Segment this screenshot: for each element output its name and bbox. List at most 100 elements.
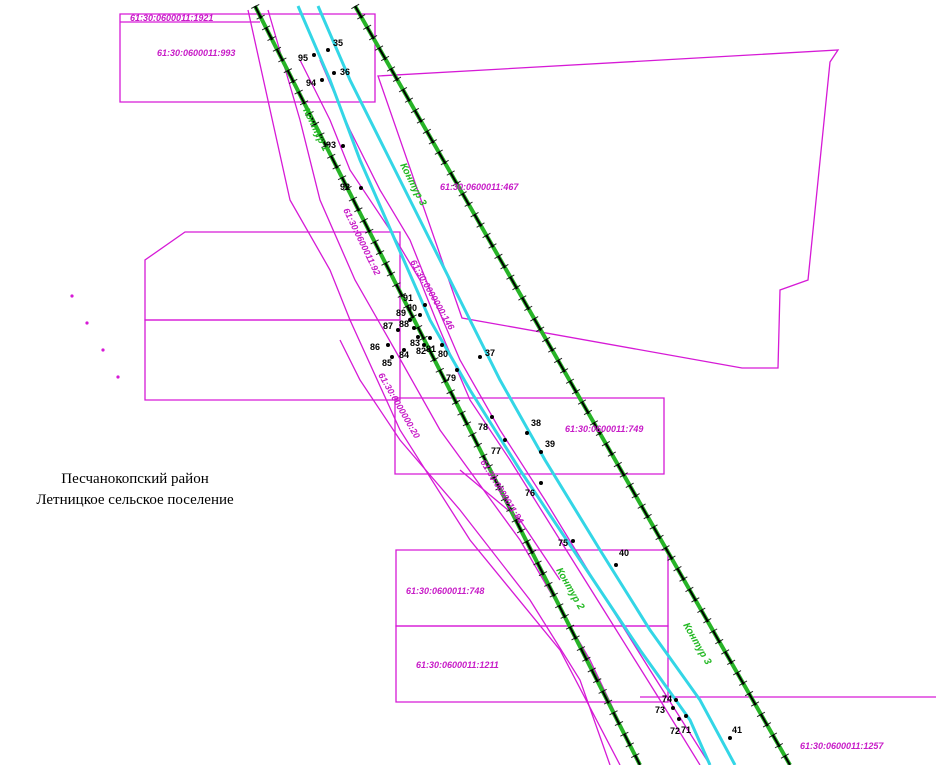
point-label: 81: [426, 344, 436, 354]
survey-point-38[interactable]: [525, 431, 529, 435]
survey-point-91[interactable]: [423, 303, 427, 307]
survey-point-37[interactable]: [478, 355, 482, 359]
point-label: 89: [396, 308, 406, 318]
boundary-marker: [70, 294, 74, 298]
point-label: 40: [619, 548, 629, 558]
parcel-467-boundary[interactable]: [377, 49, 840, 369]
point-label: 80: [438, 349, 448, 359]
parcel-1211-boundary[interactable]: [395, 625, 669, 703]
railway-left-black[interactable]: [254, 5, 641, 765]
survey-point-89[interactable]: [408, 318, 412, 322]
boundary-markers: [70, 294, 120, 379]
survey-point-76[interactable]: [539, 481, 543, 485]
parcel-middle-boundary[interactable]: [144, 319, 401, 401]
survey-point-40[interactable]: [614, 563, 618, 567]
corridor-146-right[interactable]: [319, 59, 711, 765]
railway-right-black[interactable]: [354, 5, 791, 765]
boundary-marker: [85, 321, 89, 325]
point-label: 35: [333, 38, 343, 48]
survey-point-84[interactable]: [402, 348, 406, 352]
survey-point-92[interactable]: [359, 186, 363, 190]
survey-point-79[interactable]: [455, 368, 459, 372]
survey-point-41[interactable]: [728, 736, 732, 740]
parcel-label-993: 61:30:0600011:993: [157, 48, 235, 58]
survey-point-94[interactable]: [320, 78, 324, 82]
point-label: 83: [410, 338, 420, 348]
point-labels: 35 36 95 94 93 92 91 90 89 88 87 86 85 8…: [298, 38, 742, 736]
point-label: 85: [382, 358, 392, 368]
point-label: 92: [340, 182, 350, 192]
point-label: 86: [370, 342, 380, 352]
survey-point-74[interactable]: [674, 698, 678, 702]
parcel-label-467: 61:30:0600011:467: [440, 182, 519, 192]
corridor-left-outer[interactable]: [247, 9, 621, 765]
point-label: 84: [399, 350, 409, 360]
parcel-label-748: 61:30:0600011:748: [406, 586, 484, 596]
survey-point-36[interactable]: [332, 71, 336, 75]
point-label: 88: [399, 319, 409, 329]
settlement-label: Летницкое сельское поселение: [36, 492, 234, 508]
point-label: 37: [485, 348, 495, 358]
point-label: 77: [491, 446, 501, 456]
survey-points: [312, 48, 732, 740]
point-label: 72: [670, 726, 680, 736]
survey-point-93[interactable]: [341, 144, 345, 148]
parcel-1921-boundary[interactable]: [119, 13, 376, 103]
survey-point-87[interactable]: [396, 328, 400, 332]
parcel-749-boundary[interactable]: [394, 397, 665, 475]
boundary-marker: [116, 375, 120, 379]
corridor-84[interactable]: [459, 469, 561, 581]
survey-point-86[interactable]: [386, 343, 390, 347]
railway-lines: [250, 3, 794, 765]
point-label: 95: [298, 53, 308, 63]
point-label: 76: [525, 488, 535, 498]
survey-point-39[interactable]: [539, 450, 543, 454]
parcel-label-1921: 61:30:0600011:1921: [130, 13, 213, 23]
survey-point-82[interactable]: [422, 343, 426, 347]
survey-point-73[interactable]: [671, 706, 675, 710]
survey-point-72[interactable]: [677, 717, 681, 721]
point-label: 71: [681, 725, 691, 735]
point-label: 79: [446, 373, 456, 383]
parcel-label-1211: 61:30:0600011:1211: [416, 660, 499, 670]
district-label: Песчанокопский район: [61, 471, 209, 487]
survey-point-71[interactable]: [684, 714, 688, 718]
point-label: 74: [662, 694, 672, 704]
corridor-146-left[interactable]: [299, 59, 701, 765]
survey-point-88[interactable]: [412, 326, 416, 330]
point-label: 94: [306, 78, 316, 88]
axis-line-right[interactable]: [316, 5, 737, 765]
point-label: 41: [732, 725, 742, 735]
survey-point-95[interactable]: [312, 53, 316, 57]
point-label: 91: [403, 293, 413, 303]
axis-line-left[interactable]: [296, 5, 712, 765]
point-label: 93: [326, 140, 336, 150]
survey-point-90[interactable]: [418, 313, 422, 317]
point-label: 75: [558, 538, 568, 548]
point-label: 39: [545, 439, 555, 449]
survey-point-85[interactable]: [390, 355, 394, 359]
survey-point-35[interactable]: [326, 48, 330, 52]
survey-point-80[interactable]: [440, 343, 444, 347]
point-label: 38: [531, 418, 541, 428]
point-label: 87: [383, 321, 393, 331]
survey-point-81[interactable]: [428, 336, 432, 340]
axis-lines: [296, 5, 737, 765]
contour-label-3-bottom: Контур 3: [680, 621, 713, 667]
parcel-label-1257: 61:30:0600011:1257: [800, 741, 884, 751]
point-label: 82: [416, 346, 426, 356]
point-label: 90: [407, 303, 417, 313]
parcel-label-20: 61:30:0000000:20: [376, 371, 422, 440]
parcel-boundaries: [119, 9, 936, 765]
survey-point-77[interactable]: [503, 438, 507, 442]
corridor-20[interactable]: [339, 339, 611, 765]
survey-point-75[interactable]: [571, 539, 575, 543]
parcel-labels: 61:30:0600011:1921 61:30:0600011:993 61:…: [130, 13, 884, 751]
point-label: 36: [340, 67, 350, 77]
boundary-marker: [101, 348, 105, 352]
survey-point-78[interactable]: [490, 415, 494, 419]
point-label: 78: [478, 422, 488, 432]
parcel-label-749: 61:30:0600011:749: [565, 424, 643, 434]
survey-point-83[interactable]: [416, 335, 420, 339]
